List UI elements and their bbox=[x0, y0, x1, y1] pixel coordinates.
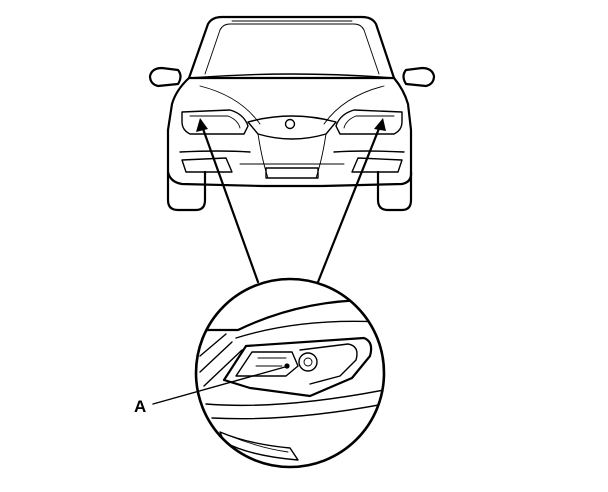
left-mirror bbox=[148, 66, 182, 88]
left-fog-light bbox=[181, 157, 233, 173]
left-headlight bbox=[181, 109, 249, 135]
right-tire bbox=[376, 170, 413, 212]
right-fog-light bbox=[351, 157, 403, 173]
emblem bbox=[284, 118, 296, 130]
right-arrowhead bbox=[374, 118, 386, 131]
detail-fog-light bbox=[219, 431, 299, 461]
car-front-view bbox=[148, 15, 436, 212]
callout-a: A bbox=[134, 366, 286, 416]
detail-headlight bbox=[222, 336, 373, 398]
right-headlight bbox=[335, 109, 403, 135]
adjuster-point bbox=[284, 363, 290, 369]
left-tire bbox=[166, 170, 207, 212]
left-arrowhead bbox=[196, 118, 208, 132]
callout-a-leader bbox=[152, 366, 286, 405]
windshield bbox=[187, 15, 396, 80]
body-outline bbox=[166, 76, 413, 188]
callout-a-label: A bbox=[134, 397, 146, 416]
detail-circle bbox=[194, 277, 386, 469]
leader-arrows bbox=[196, 118, 386, 284]
front-grille bbox=[247, 115, 337, 140]
right-leader-line bbox=[316, 124, 382, 284]
left-leader-line bbox=[200, 124, 260, 284]
right-mirror bbox=[402, 66, 436, 88]
